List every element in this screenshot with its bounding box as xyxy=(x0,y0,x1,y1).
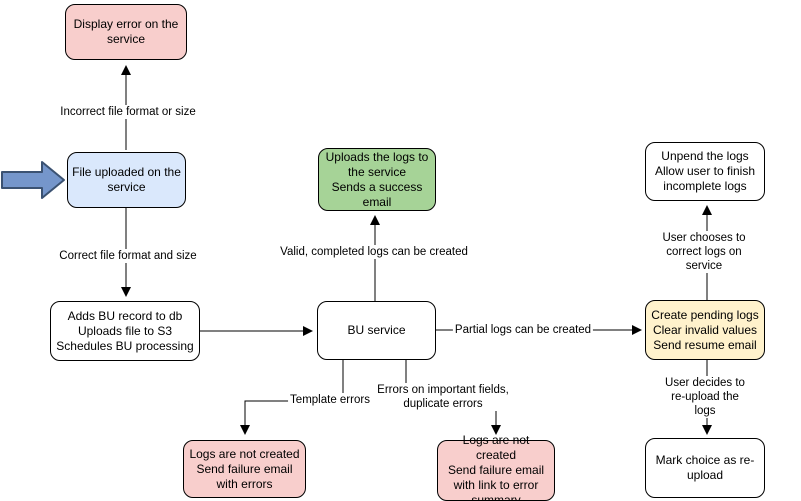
edge-label-correct-file: Correct file format and size xyxy=(57,249,199,263)
edge-label-partial-logs: Partial logs can be created xyxy=(452,323,594,337)
entry-arrow xyxy=(1,161,65,199)
edge-label-user-decides: User decides to re-upload the logs xyxy=(657,376,753,418)
edge-label-user-chooses: User chooses to correct logs on service xyxy=(655,231,753,273)
node-logs-not-created-summary: Logs are not created Send failure email … xyxy=(437,433,555,501)
edge-label-valid-logs: Valid, completed logs can be created xyxy=(278,245,470,259)
node-uploads-logs-success: Uploads the logs to the service Sends a … xyxy=(318,148,436,211)
node-create-pending-logs: Create pending logs Clear invalid values… xyxy=(645,300,765,360)
node-mark-choice-reupload: Mark choice as re- upload xyxy=(645,438,765,498)
edge-label-important-fields: Errors on important fields, duplicate er… xyxy=(375,383,511,411)
edge-label-template-errors: Template errors xyxy=(288,393,372,407)
node-display-error: Display error on the service xyxy=(65,4,187,60)
node-logs-not-created-errors: Logs are not created Send failure email … xyxy=(183,440,306,498)
node-adds-bu-record: Adds BU record to db Uploads file to S3 … xyxy=(50,301,200,361)
node-unpend-logs: Unpend the logs Allow user to finish inc… xyxy=(645,142,765,201)
node-file-uploaded: File uploaded on the service xyxy=(67,152,186,208)
node-bu-service: BU service xyxy=(317,301,436,360)
edge-label-incorrect-file: Incorrect file format or size xyxy=(58,105,198,119)
